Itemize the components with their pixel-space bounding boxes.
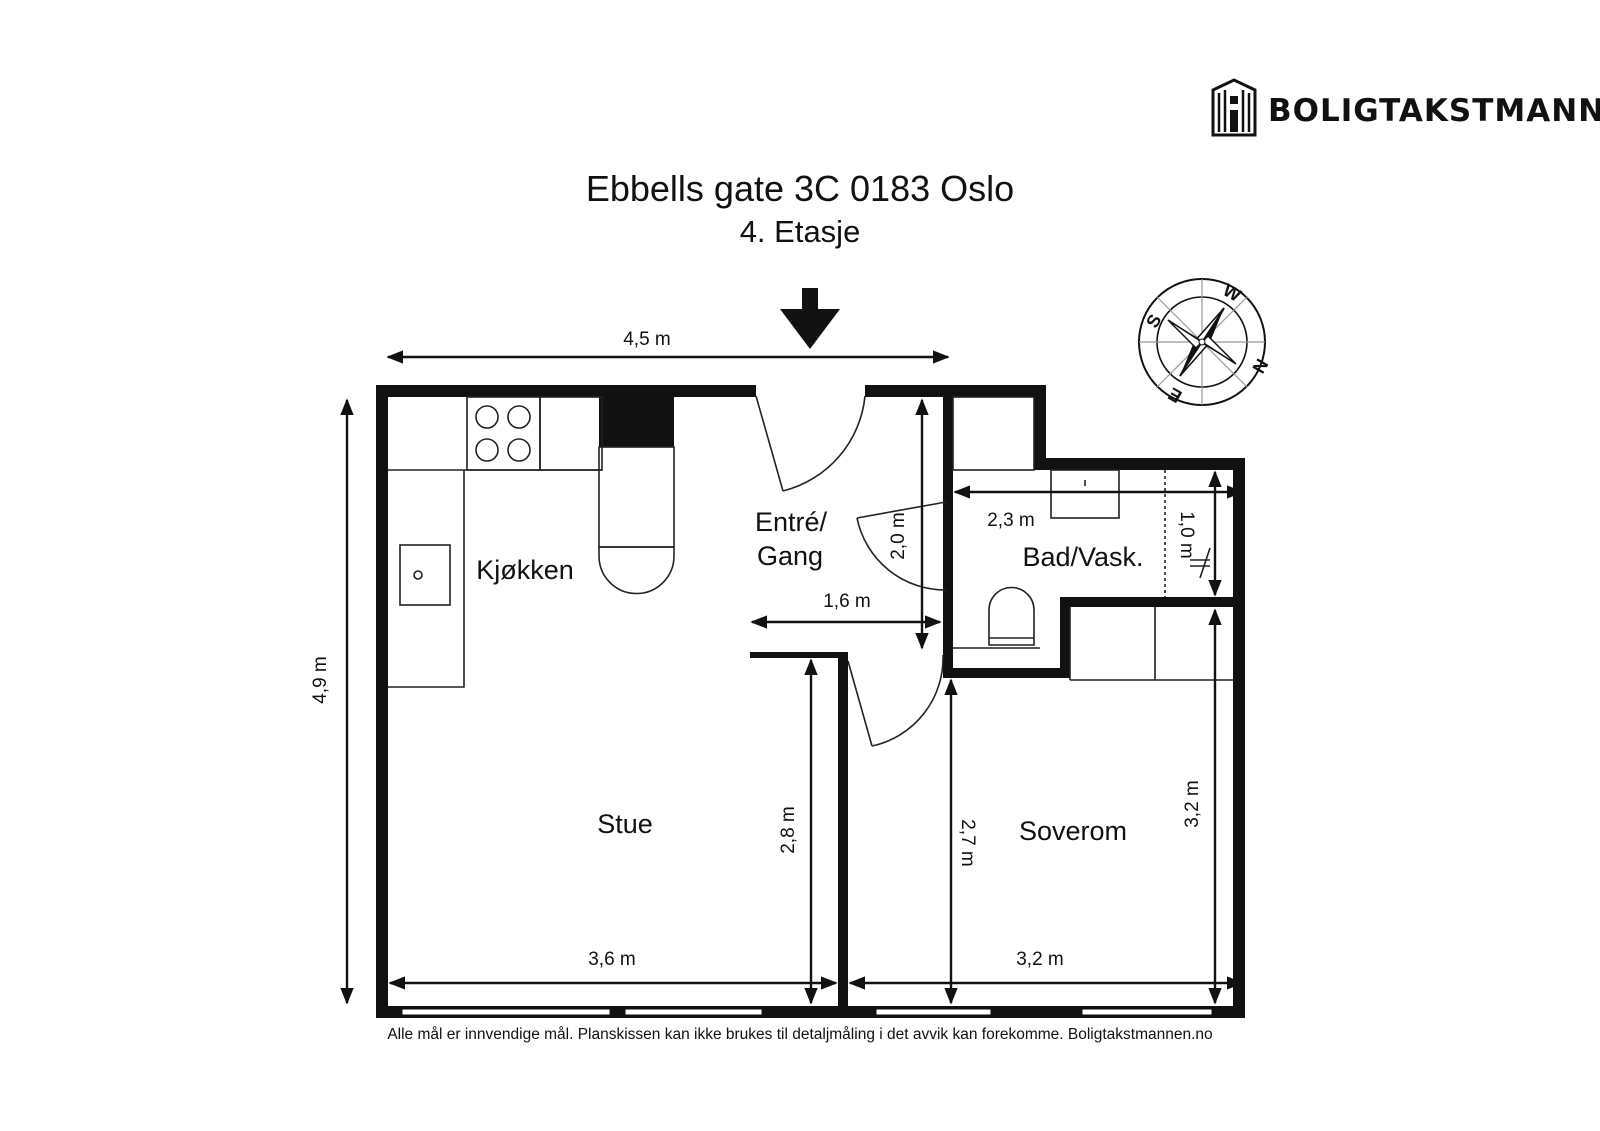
room-entry-line1: Entré/ [755,507,828,537]
doors [755,395,947,747]
room-bedroom: Soverom [1019,816,1127,846]
page-subtitle: 4. Etasje [740,214,861,249]
compass-south-label: S [1142,311,1165,331]
footer-disclaimer: Alle mål er innvendige mål. Planskissen … [387,1026,1212,1043]
compass-rose-icon: W N S E [1138,278,1272,407]
room-bath: Bad/Vask. [1022,542,1143,572]
dimension-labels: 4,5 m 4,9 m 2,0 m 1,6 m 2,3 m 1,0 m 2,8 … [310,329,1203,970]
dim-living-depth: 2,8 m [778,806,799,854]
dimension-lines [340,350,1244,1005]
brand-logo: BOLIGTAKSTMANNEN [1211,78,1600,137]
walls [376,385,1245,1018]
building-logo-icon [1211,78,1257,137]
dim-bedroom-width: 3,2 m [1016,949,1064,970]
room-labels: Kjøkken Entré/ Gang Bad/Vask. Stue Sover… [476,507,1143,846]
dim-bedroom-left-depth: 2,7 m [957,819,978,867]
brand-name: BOLIGTAKSTMANNEN [1268,93,1600,129]
room-entry-line2: Gang [757,541,823,571]
dim-total-depth: 4,9 m [310,656,331,704]
dim-entry-width: 1,6 m [823,591,871,612]
page-title: Ebbells gate 3C 0183 Oslo [586,168,1014,209]
dim-bedroom-right-depth: 3,2 m [1182,780,1203,828]
dim-bath-depth: 1,0 m [1176,511,1197,559]
compass-north-label: N [1248,355,1272,376]
dim-entry-depth: 2,0 m [888,512,909,560]
room-kitchen: Kjøkken [476,555,574,585]
entrance-arrow-icon [780,288,840,349]
bathroom-fixtures [952,396,1233,681]
dim-total-width: 4,5 m [623,329,671,350]
kitchen-fixtures [388,396,675,688]
dim-bath-width: 2,3 m [987,510,1035,531]
dim-living-width: 3,6 m [588,949,636,970]
room-living: Stue [597,809,653,839]
